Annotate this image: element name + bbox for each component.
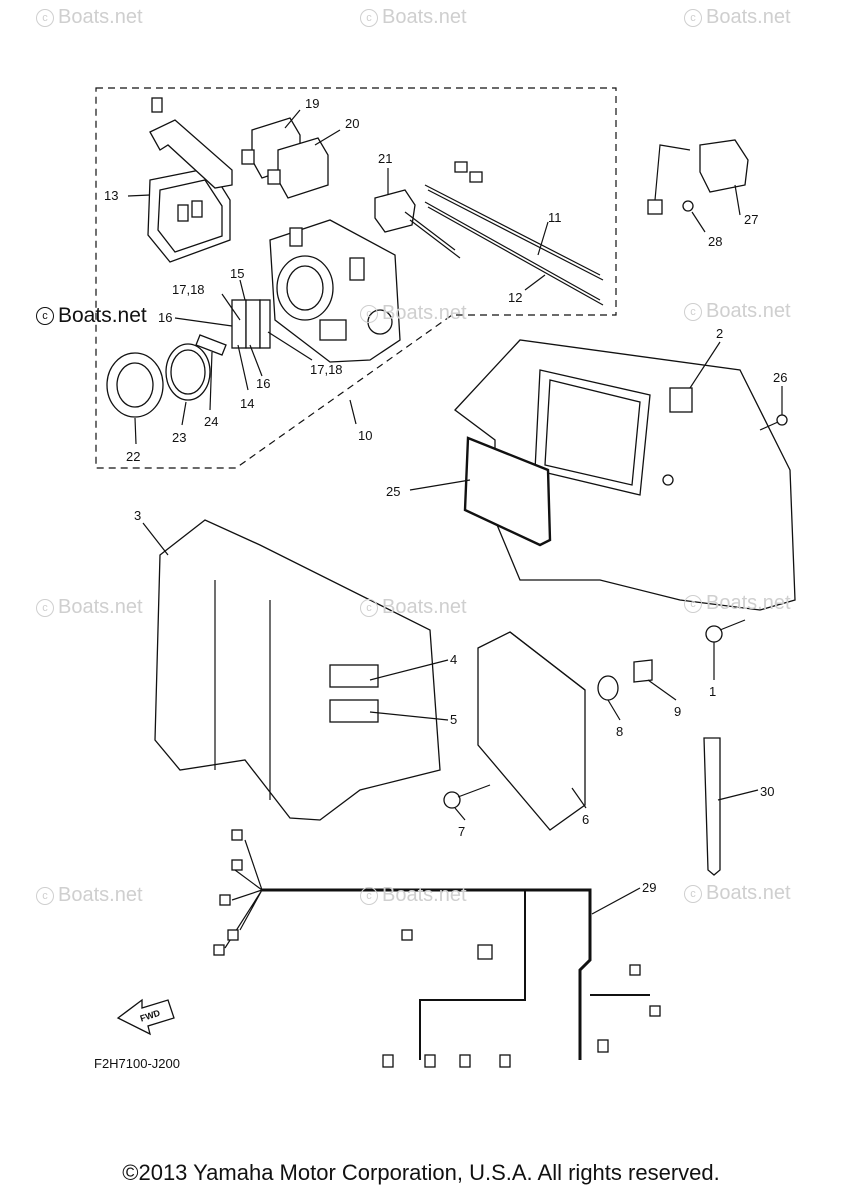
part-27-sensor [647,139,749,215]
callout: 5 [450,712,457,727]
callout: 10 [358,428,372,443]
callout: 19 [305,96,319,111]
part-28-bolt [682,200,694,212]
part-7-bolt [443,784,491,809]
callout: 27 [744,212,758,227]
callout: 22 [126,449,140,464]
callout: 13 [104,188,118,203]
part-23-oring [165,343,211,401]
callout: 4 [450,652,457,667]
part-25-gasket [463,436,552,547]
callout: 8 [616,724,623,739]
part-22-cap [106,352,164,418]
leader-lines [127,109,783,915]
callout: 26 [773,370,787,385]
part-29-wiring-harness [213,829,661,1068]
callout: 16 [256,376,270,391]
diagram-code: F2H7100-J200 [94,1056,180,1071]
part-12-cable [424,201,604,306]
callout: 6 [582,812,589,827]
callout: 14 [240,396,254,411]
callout: 17,18 [172,282,205,297]
part-24-fuse [195,334,227,356]
callout: 21 [378,151,392,166]
callout: 25 [386,484,400,499]
part-14-fuse-block [231,299,271,349]
throttle-body [269,219,401,363]
fwd-arrow-icon: FWD [116,998,175,1036]
part-11-cable [424,161,604,281]
callout: 28 [708,234,722,249]
callout: 12 [508,290,522,305]
callout: 1 [709,684,716,699]
part-30-cable-tie [703,737,721,876]
callout: 7 [458,824,465,839]
part-21-sensor [374,189,461,259]
callout: 3 [134,508,141,523]
callout: 30 [760,784,774,799]
callout-numbers: 19 20 21 13 11 12 27 28 15 17,18 16 17,1… [104,96,787,895]
part-9-collar [633,659,653,683]
callout: 20 [345,116,359,131]
assembly-10-boundary [95,87,617,469]
callout: 29 [642,880,656,895]
callout: 24 [204,414,218,429]
callout: 11 [548,210,562,225]
callout: 9 [674,704,681,719]
part-3-cover [154,519,441,821]
callout: 16 [158,310,172,325]
part-13-cover [147,97,233,263]
part-20-relay [267,137,329,199]
callout: 15 [230,266,244,281]
callout: 2 [716,326,723,341]
copyright-footer: ©2013 Yamaha Motor Corporation, U.S.A. A… [122,1160,720,1185]
part-8-grommet [597,675,619,701]
part-6-ecu [477,631,586,831]
callout: 23 [172,430,186,445]
part-1-bolt [705,619,746,643]
callout: 17,18 [310,362,343,377]
